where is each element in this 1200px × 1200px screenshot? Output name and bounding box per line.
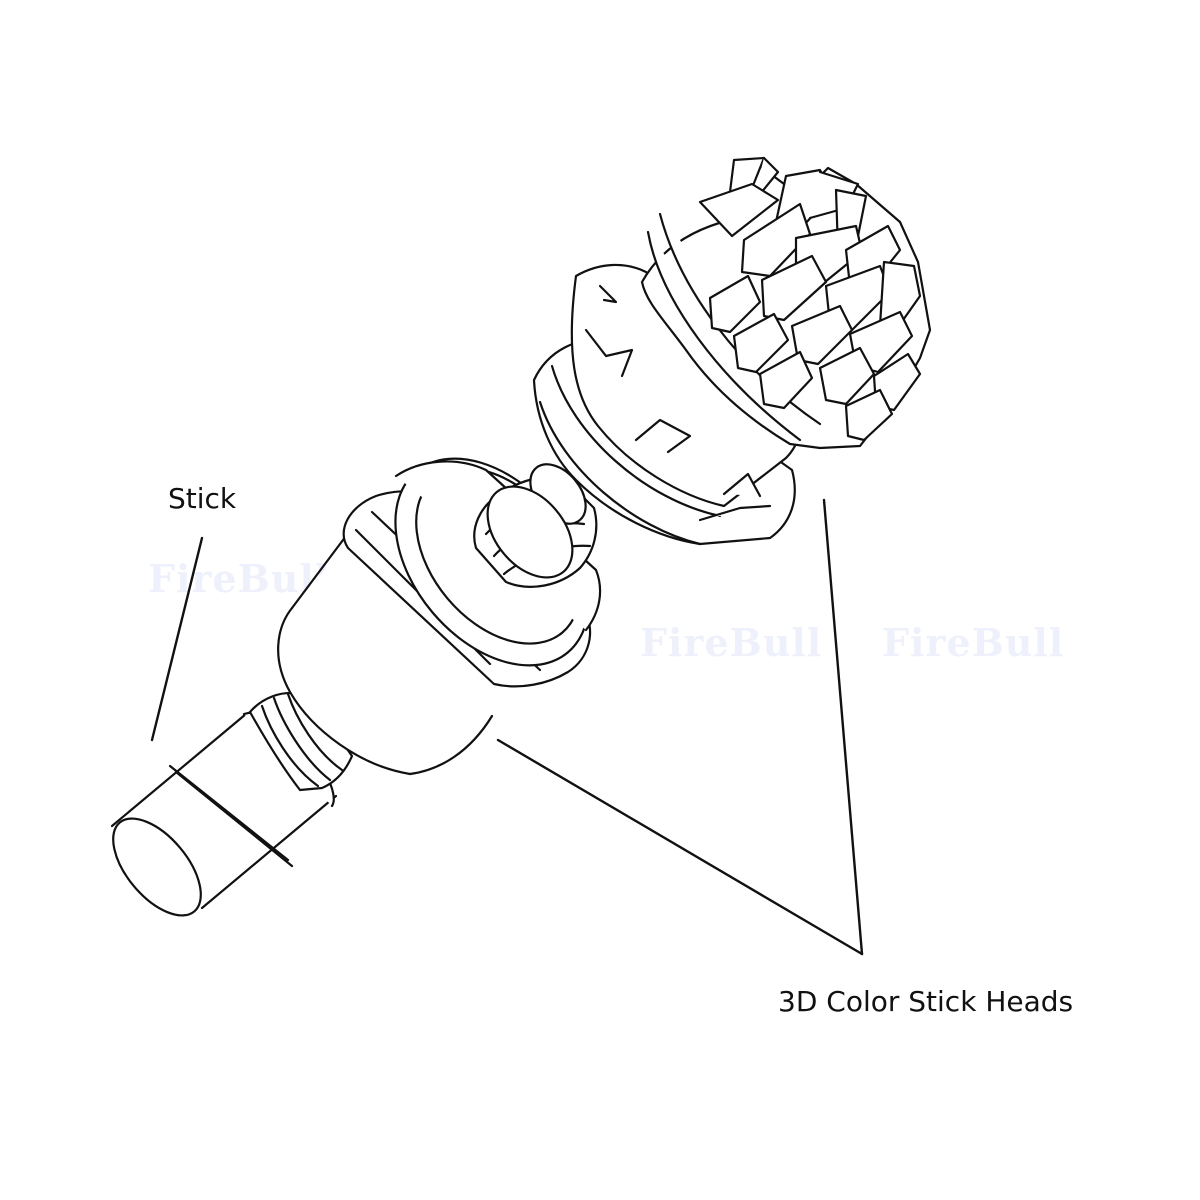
upper-thread: [473, 463, 598, 588]
heads-leader-line-1: [496, 738, 864, 956]
heads-label: 3D Color Stick Heads: [778, 985, 1074, 1018]
spike-crown: [640, 156, 932, 450]
watermark-text: FireBull: [640, 620, 823, 665]
head-base-ring: [532, 263, 804, 546]
stick-leader-line: [150, 536, 204, 742]
watermark-text: FireBull: [882, 620, 1065, 665]
leader-lines: [150, 498, 864, 956]
heads-leader-line-2: [822, 498, 864, 956]
stick-label: Stick: [168, 482, 237, 515]
watermark-text: FireBull: [148, 556, 331, 601]
lower-thread: [248, 691, 354, 792]
